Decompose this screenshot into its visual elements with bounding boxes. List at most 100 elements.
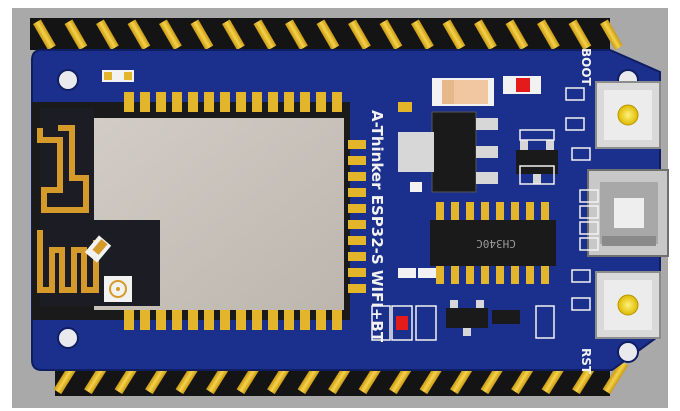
chip-leg [436, 202, 444, 222]
module-pad [252, 92, 262, 112]
chip-leg [451, 202, 459, 222]
module-pad [204, 310, 214, 330]
header-pin [600, 19, 623, 50]
module-pad [284, 92, 294, 112]
bottom-led-group [371, 305, 437, 341]
antenna-trace [37, 125, 99, 293]
module-pad [172, 310, 182, 330]
module-pad [348, 268, 366, 277]
module-pad [220, 92, 230, 112]
header-pin [316, 19, 340, 50]
header-pin [190, 19, 214, 50]
chip-leg [511, 264, 519, 284]
smd-pad [565, 87, 585, 101]
chip-leg [526, 264, 534, 284]
side-smd-pads [565, 87, 599, 311]
module-pad [188, 310, 198, 330]
header-pin [505, 19, 529, 50]
module-pad [268, 92, 278, 112]
module-pad [316, 92, 326, 112]
boot-button[interactable] [595, 81, 661, 149]
smd-pad [571, 269, 591, 283]
header-pin [442, 19, 466, 50]
module-pad [348, 252, 366, 261]
module-pad [252, 310, 262, 330]
module-pad [140, 92, 150, 112]
usb-serial-chip: CH340C [430, 202, 556, 284]
tantalum-capacitor [432, 78, 494, 106]
chip-leg [496, 264, 504, 284]
chip-leg [526, 202, 534, 222]
chip-leg [481, 264, 489, 284]
header-pin [127, 19, 151, 50]
module-pad [188, 92, 198, 112]
header-pin [64, 19, 88, 50]
module-pad [236, 310, 246, 330]
boot-label: BOOT [579, 48, 593, 87]
module-pad [300, 310, 310, 330]
header-pin [222, 19, 245, 50]
module-pad [348, 204, 366, 213]
chip-leg [466, 264, 474, 284]
chip-leg [511, 202, 519, 222]
voltage-regulator [398, 111, 498, 193]
module-pad [348, 172, 366, 181]
module-pad [300, 92, 310, 112]
bottom-sot-transistor [446, 300, 555, 339]
svg-text:A-Thinker ESP32-S WIFI+BT: A-Thinker ESP32-S WIFI+BT [368, 110, 386, 343]
header-pin [537, 19, 560, 50]
smd-pad [579, 205, 599, 219]
header-pin [348, 19, 371, 50]
rst-label: RST [579, 348, 593, 375]
module-pad [236, 92, 246, 112]
svg-text:CH340C: CH340C [476, 237, 516, 250]
header-pin [96, 19, 119, 50]
module-pad [348, 236, 366, 245]
smd-capacitor [102, 70, 134, 82]
smd-pad [579, 189, 599, 203]
header-pin [159, 19, 182, 50]
header-pin [411, 19, 434, 50]
header-pin [253, 19, 277, 50]
module-pad [332, 92, 342, 112]
module-side-components [398, 102, 436, 278]
module-pad [268, 310, 278, 330]
module-pad [204, 92, 214, 112]
module-pad [348, 140, 366, 149]
module-pad [172, 92, 182, 112]
module-label: A-Thinker ESP32-S WIFI+BT [368, 110, 386, 343]
micro-usb-port[interactable] [587, 169, 669, 257]
module-pad [156, 92, 166, 112]
module-pad [220, 310, 230, 330]
header-pin [474, 19, 497, 50]
smd-pad [579, 237, 599, 251]
smd-pad [571, 147, 591, 161]
chip-leg [541, 202, 549, 222]
esp32-module [32, 92, 366, 330]
module-pad [348, 220, 366, 229]
chip-leg [466, 202, 474, 222]
svg-text:RST: RST [579, 348, 593, 375]
module-pad [348, 188, 366, 197]
chip-leg [541, 264, 549, 284]
module-pad [316, 310, 326, 330]
module-pad [156, 310, 166, 330]
svg-text:BOOT: BOOT [579, 48, 593, 87]
smd-pad [565, 117, 585, 131]
module-pad [140, 310, 150, 330]
module-pad [284, 310, 294, 330]
header-pin [568, 19, 592, 50]
module-pad [348, 284, 366, 293]
top-pin-header [30, 18, 623, 50]
sot-transistor [516, 140, 558, 184]
smd-pad [571, 297, 591, 311]
chip-leg [496, 202, 504, 222]
header-pin [285, 19, 308, 50]
reset-button[interactable] [595, 271, 661, 339]
chip-leg [481, 202, 489, 222]
antenna-feed-pads [84, 235, 112, 263]
smd-pad [579, 221, 599, 235]
chip-leg [451, 264, 459, 284]
power-led [503, 76, 541, 94]
